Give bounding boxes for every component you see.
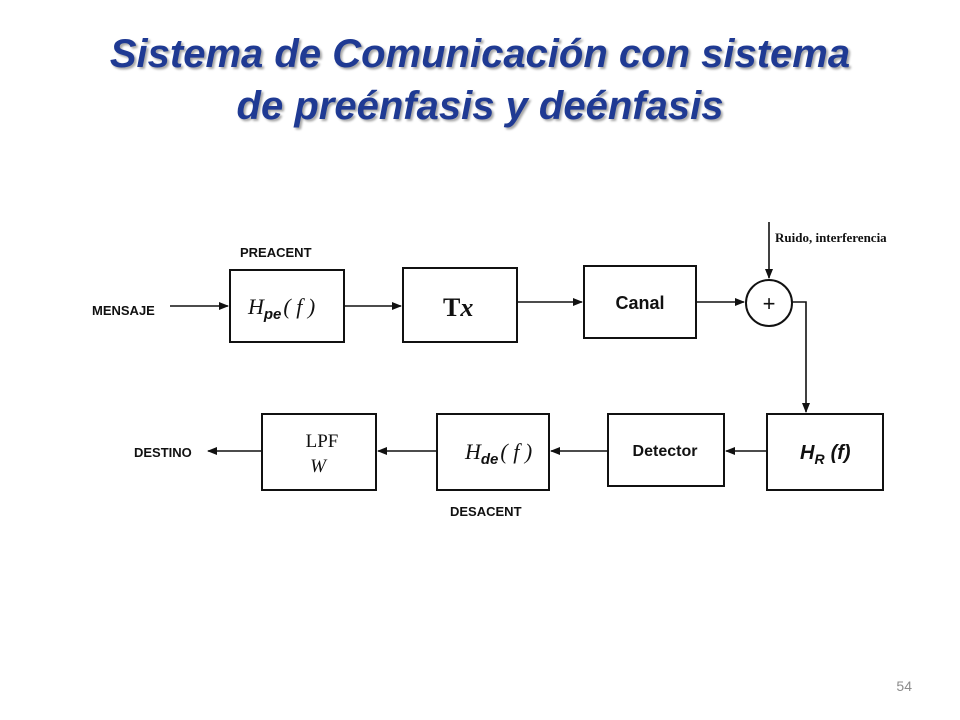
tx-text: Tx: [443, 293, 473, 322]
summing-junction: [745, 279, 793, 327]
sum-symbol: +: [763, 291, 776, 316]
ruido-label: Ruido, interferencia: [775, 230, 887, 245]
canal-text: Canal: [615, 293, 664, 313]
lpf-w-text: W: [310, 456, 328, 477]
desacent-label: DESACENT: [450, 504, 522, 519]
page-number: 54: [896, 678, 912, 694]
preacent-label: PREACENT: [240, 245, 312, 260]
detector-text: Detector: [633, 443, 698, 460]
tx-block: [402, 267, 518, 343]
hde-block: [436, 413, 550, 491]
sum-to-hr-arrow: [792, 301, 810, 413]
mensaje-label: MENSAJE: [92, 303, 155, 318]
destino-label: DESTINO: [134, 445, 192, 460]
detector-block: [607, 413, 725, 487]
lpf-text: LPF: [306, 431, 339, 452]
hde-text: Hde( f ): [464, 439, 532, 468]
hr-block: [766, 413, 884, 491]
lpf-block: [261, 413, 377, 491]
hr-text: HR(f): [800, 442, 851, 467]
title-line-2: de preénfasis y deénfasis: [236, 84, 724, 128]
title-line-1: Sistema de Comunicación con sistema: [109, 32, 851, 76]
hpe-text: Hpe( f ): [247, 294, 315, 323]
slide-title: Sistema de Comunicación con sistema de p…: [0, 28, 960, 132]
